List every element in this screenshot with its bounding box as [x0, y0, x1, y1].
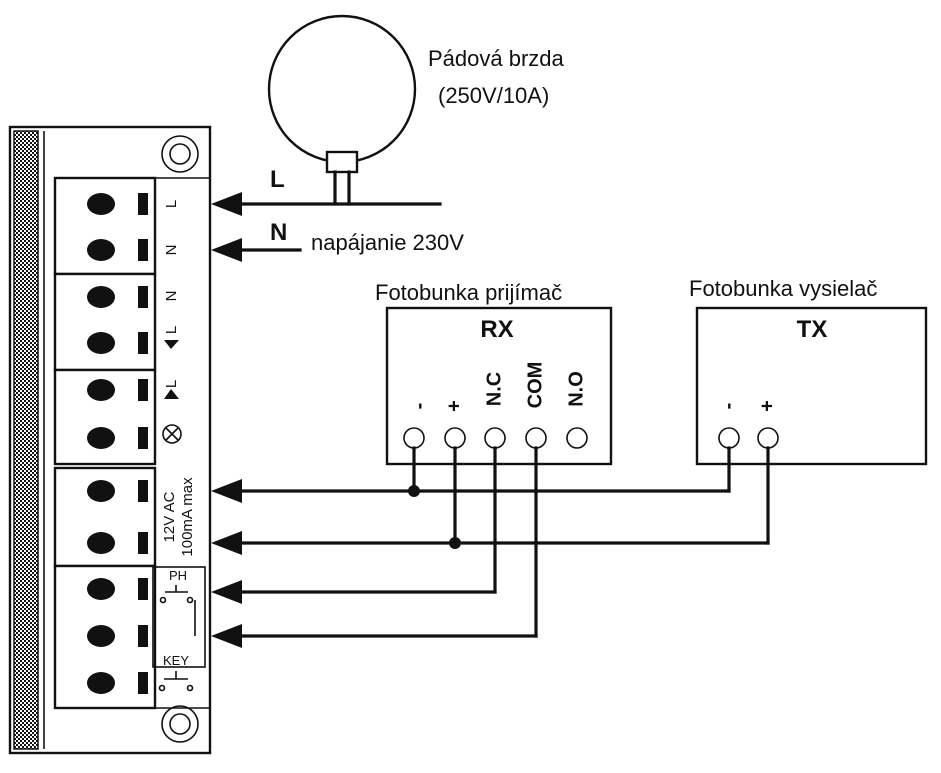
junction-dot [449, 537, 461, 549]
power-label-voltage: 12V AC [161, 491, 178, 542]
screw-terminal [87, 193, 148, 215]
terminal-label-l-up: L [163, 380, 180, 388]
screw-terminal [87, 332, 148, 354]
tx-pin-minus: - [717, 403, 739, 410]
lamp-icon [162, 424, 182, 444]
screw-terminal [87, 379, 148, 401]
arrow-left-icon [211, 192, 242, 216]
screw-terminal [87, 578, 148, 600]
neutral-label: N [270, 219, 287, 246]
rx-terminal [566, 427, 588, 449]
switch-icon [159, 585, 196, 636]
brake-connector [325, 150, 359, 174]
signal-wiring [211, 446, 770, 648]
transmitter-title: TX [797, 316, 828, 343]
rx-pin-com: COM [524, 362, 546, 409]
junction-dot [408, 485, 420, 497]
screw-terminals [87, 193, 148, 694]
arrow-left-icon [211, 238, 242, 262]
mounting-hole-top [161, 135, 199, 173]
transmitter: Fotobunka vysielač TX - + [689, 276, 928, 466]
screw-terminal [87, 239, 148, 261]
key-label: KEY [163, 653, 189, 668]
receiver: Fotobunka prijímač RX - + N.C COM N.O [375, 280, 613, 466]
tx-pin-plus: + [756, 400, 778, 412]
terminal-label-n-out: N [163, 291, 180, 302]
screw-terminal [87, 427, 148, 449]
heatsink-strip [13, 130, 39, 750]
terminal-label-l-down: L [163, 326, 180, 334]
control-unit: L N N L L 12V AC 100mA max PH KEY [8, 125, 212, 755]
screw-terminal [87, 286, 148, 308]
screw-terminal [87, 625, 148, 647]
arrow-up-icon [164, 389, 179, 399]
brake-body [267, 14, 417, 164]
transmitter-box [695, 306, 928, 466]
arrow-left-icon [211, 479, 242, 503]
line-label: L [270, 166, 285, 193]
brake-rating: (250V/10A) [438, 83, 549, 108]
brake-device: Pádová brzda (250V/10A) [267, 14, 565, 206]
rx-pin-plus: + [443, 400, 465, 412]
receiver-title: RX [480, 316, 513, 343]
terminal-label-n: N [163, 245, 180, 256]
screw-terminal [87, 480, 148, 502]
rx-pin-no: N.O [565, 371, 587, 407]
supply-caption: napájanie 230V [311, 230, 464, 255]
rx-pin-nc: N.C [483, 372, 505, 406]
terminal-label-l: L [163, 200, 180, 208]
arrow-down-icon [164, 340, 179, 349]
transmitter-caption: Fotobunka vysielač [689, 276, 877, 301]
power-label-current: 100mA max [179, 477, 196, 557]
mounting-hole-bottom [161, 705, 199, 743]
screw-terminal [87, 532, 148, 554]
arrow-left-icon [211, 624, 242, 648]
screw-terminal [87, 672, 148, 694]
brake-name: Pádová brzda [428, 46, 565, 71]
arrow-left-icon [211, 580, 242, 604]
receiver-caption: Fotobunka prijímač [375, 280, 562, 305]
mains-supply: L N napájanie 230V [211, 166, 464, 262]
rx-pin-minus: - [408, 403, 430, 410]
switch-icon [158, 671, 194, 692]
arrow-left-icon [211, 531, 242, 555]
ph-label: PH [169, 568, 187, 583]
